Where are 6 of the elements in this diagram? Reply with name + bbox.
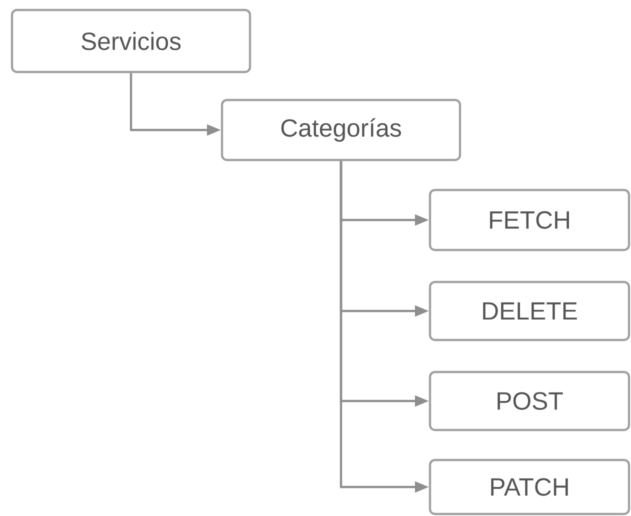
process-box: FETCH bbox=[428, 188, 630, 252]
process-box: POST bbox=[428, 370, 630, 432]
process-box: DELETE bbox=[428, 280, 630, 342]
process-box: Categorías bbox=[220, 98, 462, 162]
process-box: Servicios bbox=[10, 8, 252, 74]
process-box: PATCH bbox=[428, 458, 630, 516]
